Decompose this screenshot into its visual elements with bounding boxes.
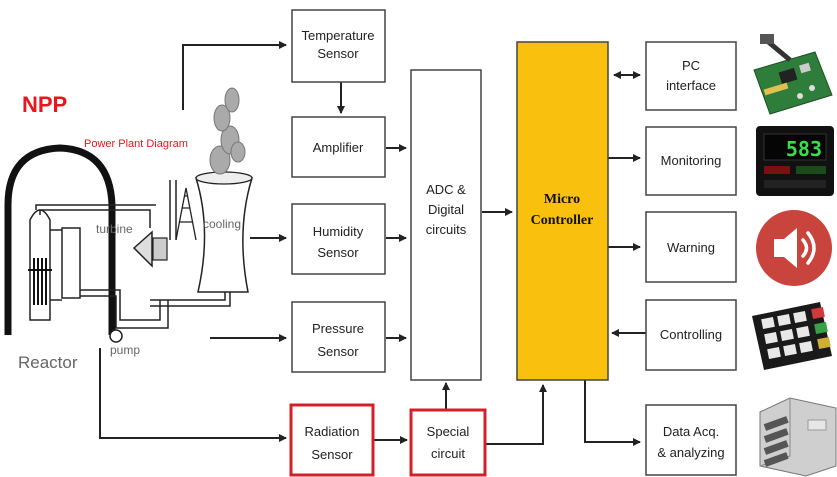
keypad-icon	[752, 302, 832, 370]
pc-interface-label-line2: interface	[666, 78, 716, 93]
controlling-box: Controlling	[646, 300, 736, 370]
digital-display-icon: 583	[756, 126, 834, 196]
steam-generator	[62, 228, 80, 298]
pc-interface-box: PC interface	[646, 42, 736, 110]
data-acquisition-box: Data Acq. & analyzing	[646, 405, 736, 475]
cooling-tower-top	[196, 172, 252, 184]
circuit-board-icon	[754, 34, 832, 114]
turbine-label: turbine	[96, 222, 133, 236]
cooling-tower	[196, 178, 252, 292]
pump	[110, 330, 122, 342]
data-acquisition-label-line2: & analyzing	[657, 445, 724, 460]
power-plant-sketch: NPP Power Plant Diagram	[8, 88, 252, 372]
adc-label-line3: circuits	[426, 222, 467, 237]
warning-box: Warning	[646, 212, 736, 282]
cooling-label: cooling	[203, 217, 241, 231]
radiation-sensor-label-line1: Radiation	[305, 424, 360, 439]
speaker-icon	[756, 210, 832, 286]
warning-label: Warning	[667, 240, 715, 255]
radiation-sensor-box: Radiation Sensor	[291, 405, 373, 475]
data-acquisition-label-line1: Data Acq.	[663, 424, 719, 439]
amplifier-box: Amplifier	[292, 117, 385, 177]
micro-controller-box: Micro Controller	[517, 42, 608, 380]
adc-label-line2: Digital	[428, 202, 464, 217]
turbine	[134, 232, 152, 266]
humidity-sensor-label-line2: Sensor	[317, 245, 359, 260]
radiation-sensor-label-line2: Sensor	[311, 447, 353, 462]
monitoring-label: Monitoring	[661, 153, 722, 168]
reactor-label: Reactor	[18, 353, 78, 372]
temperature-sensor-label-line2: Sensor	[317, 46, 359, 61]
coolant-pipes	[36, 180, 230, 328]
controlling-label: Controlling	[660, 327, 722, 342]
special-circuit-label-line1: Special	[427, 424, 470, 439]
fuel-rods	[28, 258, 52, 305]
pressure-sensor-label-line1: Pressure	[312, 321, 364, 336]
display-reading: 583	[786, 137, 822, 161]
storage-array-icon	[760, 398, 836, 476]
pressure-sensor-box: Pressure Sensor	[292, 302, 385, 372]
npp-label: NPP	[22, 92, 67, 117]
reactor-dome	[8, 148, 112, 335]
generator	[153, 238, 167, 260]
micro-controller-label-line2: Controller	[531, 213, 594, 228]
adc-label-line1: ADC &	[426, 182, 466, 197]
steam-cloud	[210, 88, 245, 174]
adc-digital-circuits-box: ADC & Digital circuits	[411, 70, 481, 380]
humidity-sensor-label-line1: Humidity	[313, 224, 364, 239]
pc-interface-label-line1: PC	[682, 58, 700, 73]
temperature-sensor-label-line1: Temperature	[302, 28, 375, 43]
temperature-sensor-box: Temperature Sensor	[292, 10, 385, 82]
humidity-sensor-box: Humidity Sensor	[292, 204, 385, 274]
pump-label: pump	[110, 343, 140, 357]
special-circuit-box: Special circuit	[411, 410, 485, 475]
amplifier-label: Amplifier	[313, 140, 364, 155]
transmission-tower	[176, 188, 196, 240]
pressure-sensor-label-line2: Sensor	[317, 344, 359, 359]
monitoring-box: Monitoring	[646, 127, 736, 195]
special-circuit-label-line2: circuit	[431, 446, 465, 461]
power-plant-caption: Power Plant Diagram	[84, 138, 188, 150]
micro-controller-label-line1: Micro	[544, 192, 580, 207]
